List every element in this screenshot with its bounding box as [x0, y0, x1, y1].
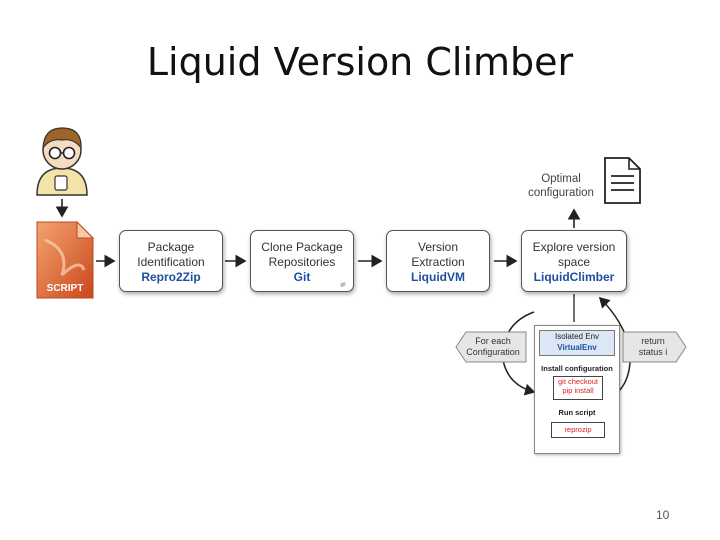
for-each-chevron — [455, 331, 527, 363]
install-commands-box: git checkout pip install — [553, 376, 603, 400]
run-command-box: reprozip — [551, 422, 605, 438]
isolated-env-box: Isolated Env VirtualEnv — [539, 330, 615, 356]
stage-package-identification: Package Identification Repro2Zip — [119, 230, 223, 292]
execution-detail-panel: Isolated Env VirtualEnv Install configur… — [534, 325, 620, 454]
return-status-label: return status i — [638, 336, 668, 357]
stage-clone-repositories: Clone Package Repositories Git — [250, 230, 354, 292]
user-avatar-icon — [36, 127, 88, 196]
run-script-label: Run script — [558, 408, 596, 417]
for-each-configuration-label: For each Configuration — [466, 336, 520, 357]
stage-version-extraction: Version Extraction LiquidVM — [386, 230, 490, 292]
page-number: 10 — [656, 508, 670, 522]
slide-title: Liquid Version Climber — [146, 40, 574, 84]
optimal-configuration-label: Optimal configuration — [528, 173, 594, 199]
install-configuration-label: Install configuration — [541, 364, 613, 373]
stage-explore-version-space: Explore version space LiquidClimber — [521, 230, 627, 292]
script-icon-label: SCRIPT — [46, 283, 84, 294]
git-logo-label: git — [340, 282, 346, 288]
script-file-icon — [36, 220, 95, 299]
document-icon — [604, 157, 641, 204]
return-status-chevron — [622, 331, 687, 363]
